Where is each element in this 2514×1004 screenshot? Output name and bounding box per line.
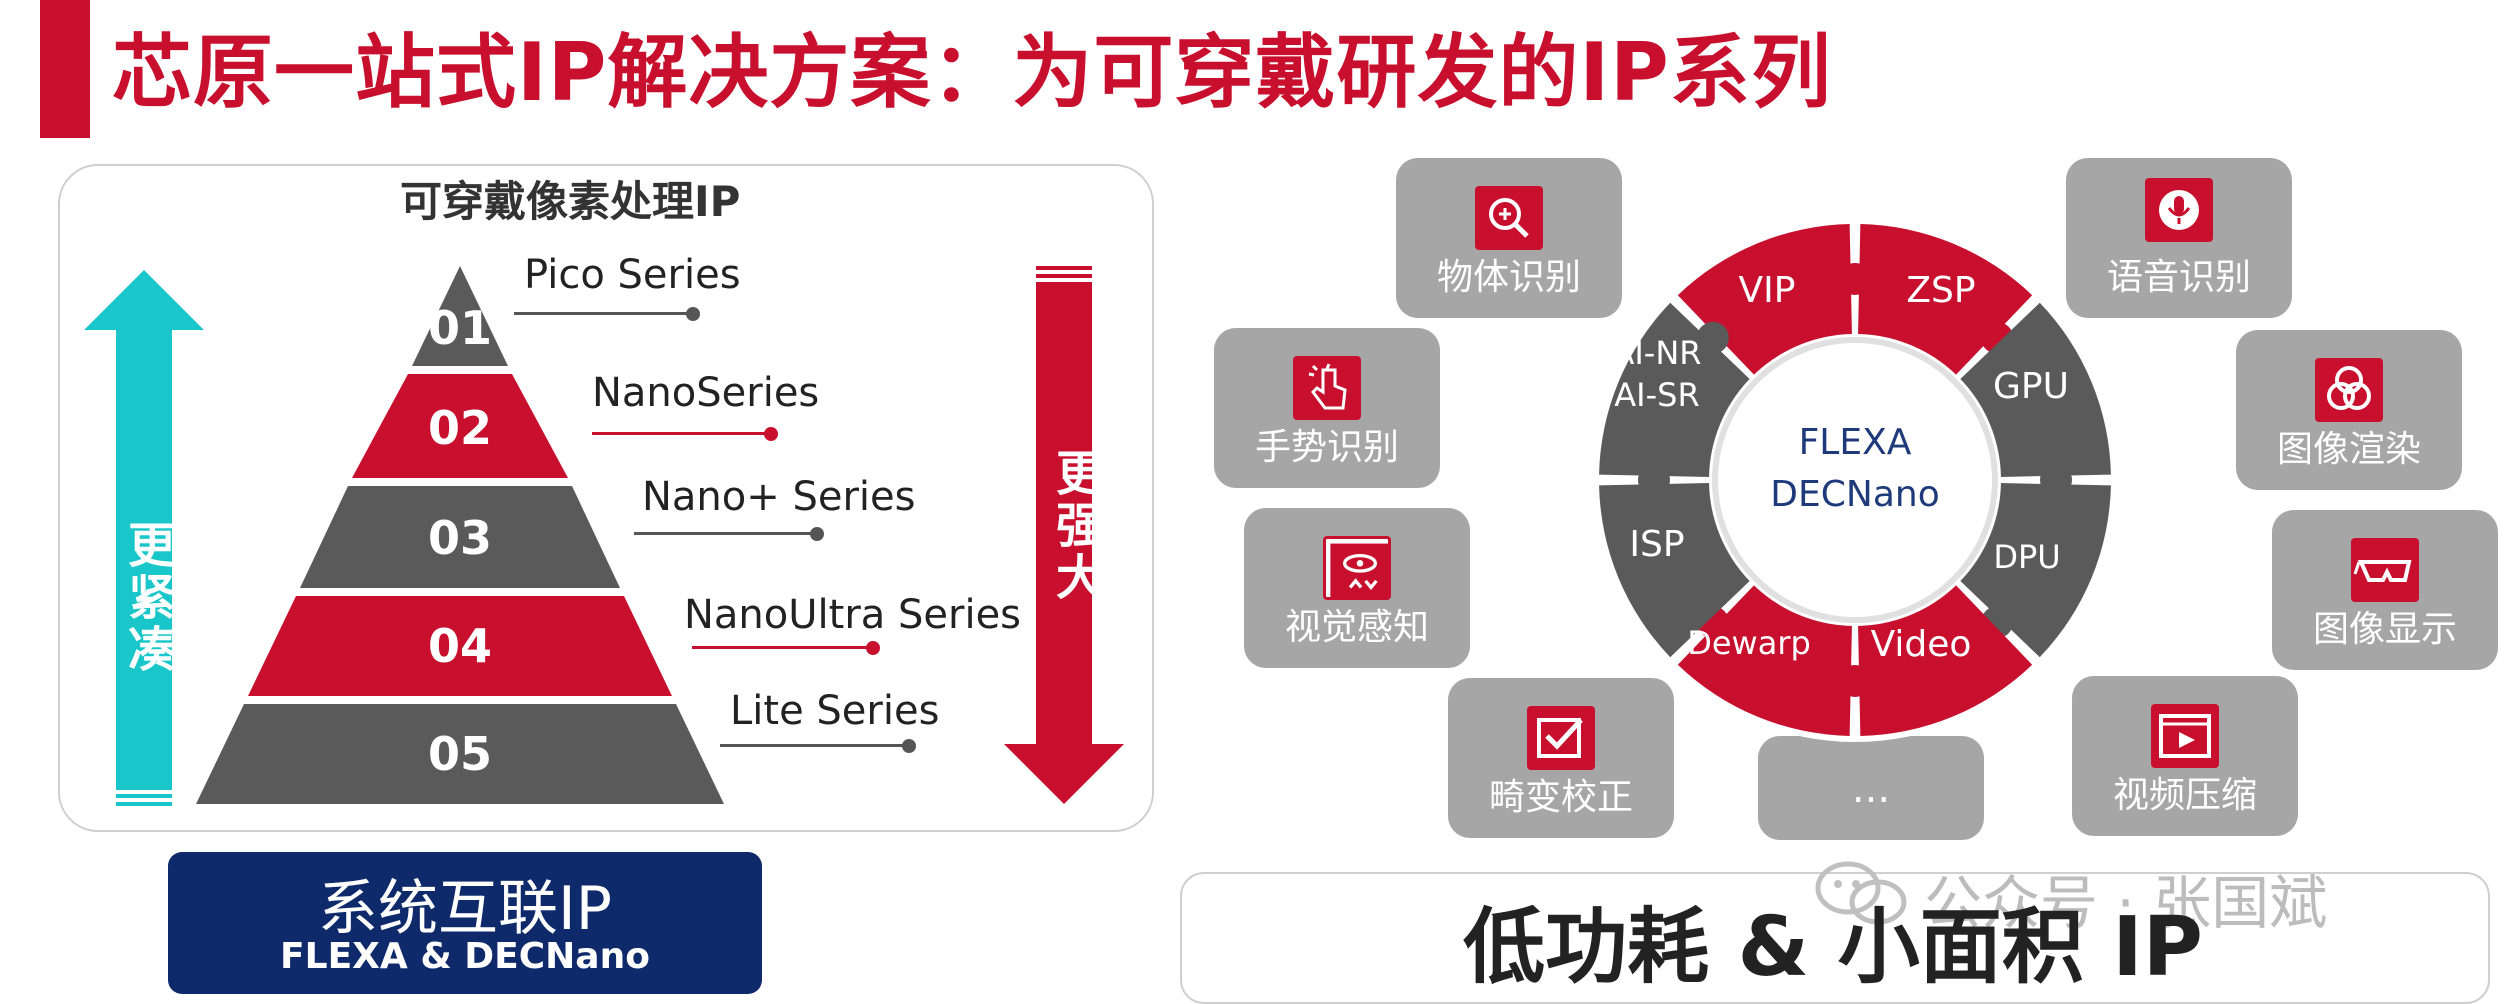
leader-line: [514, 312, 690, 315]
glasses-icon: [2351, 538, 2419, 602]
low-power-banner: [1180, 872, 2490, 1004]
tile-speech-recognition: 语音识别: [2066, 158, 2292, 318]
watermark-text: 公众号 · 张国斌: [1924, 869, 2328, 937]
circles-icon: [2315, 358, 2383, 422]
ring-puzzle-nub: [1696, 321, 1729, 354]
ring-segment-ai-nr: AI-NR: [1612, 334, 1701, 372]
wechat-icon: [1815, 861, 1907, 925]
tile-label: 视觉感知: [1284, 607, 1429, 648]
ip-series-pyramid: 01 02 03 04 05: [196, 266, 724, 804]
tile-label: 手势识别: [1254, 427, 1399, 468]
tile-more: ...: [1758, 736, 1984, 840]
ring-sector-gpu: [1960, 302, 2111, 477]
tier-4-number: 04: [428, 619, 492, 673]
tile-label: 物体识别: [1436, 257, 1581, 298]
ring-segment-dewarp: Dewarp: [1687, 624, 1811, 662]
series-label-lite: Lite Series: [730, 688, 940, 734]
title-accent-bar: [40, 0, 90, 138]
low-power-banner-text: 低功耗 & 小面积 IP: [1463, 900, 2203, 995]
page-title: 芯原一站式IP解决方案：为可穿戴研发的IP系列: [112, 26, 1832, 119]
interconnect-title: 系统互联IP: [318, 874, 612, 944]
leader-line: [692, 646, 872, 649]
ring-segment-ai-sr: AI-SR: [1614, 376, 1699, 414]
tile-label: 图像渲染: [2276, 429, 2421, 470]
pyramid-tier-2: [352, 374, 568, 478]
tile-image-rendering: 图像渲染: [2236, 330, 2462, 490]
leader-dot: [902, 738, 916, 753]
series-label-nano-plus: Nano+ Series: [642, 474, 916, 520]
leader-dot: [810, 526, 824, 541]
pyramid-tier-3: [300, 486, 620, 588]
wearable-ip-panel-title: 可穿戴像素处理IP: [400, 177, 741, 226]
magnifier-icon: [1475, 186, 1543, 250]
ring-segment-vip: VIP: [1739, 270, 1796, 311]
arrow-up-icon: [84, 270, 204, 806]
tile-label: ...: [1851, 766, 1891, 812]
tier-5-number: 05: [428, 727, 492, 781]
interconnect-subtitle: FLEXA & DECNano: [280, 936, 650, 977]
ring-segment-isp: ISP: [1629, 524, 1684, 565]
tile-visual-perception: 视觉感知: [1244, 508, 1470, 668]
ring-sector-video: [1858, 585, 2033, 736]
tier-1-number: 01: [428, 301, 492, 355]
hand-pointer-icon: [1293, 356, 1361, 420]
series-label-nanoultra: NanoUltra Series: [684, 592, 1022, 638]
more-compact-label: 更紧凑: [119, 520, 175, 676]
tier-2-number: 02: [428, 401, 492, 455]
leader-dot: [866, 640, 880, 655]
ring-center-line-1: FLEXA: [1799, 422, 1912, 463]
tile-image-display: 图像显示: [2272, 510, 2498, 670]
leader-dot: [686, 306, 700, 321]
ring-sector-isp: [1599, 483, 1750, 658]
microphone-icon: [2145, 178, 2213, 242]
tile-distortion-correction: 畸变校正: [1448, 678, 1674, 838]
video-play-icon: [2151, 704, 2219, 768]
tile-video-compression: 视频压缩: [2072, 676, 2298, 836]
pyramid-tier-4: [248, 596, 672, 696]
ring-segment-video: Video: [1871, 624, 1972, 665]
more-powerful-label: 更强大: [1047, 448, 1103, 604]
interconnect-ip-box: 系统互联IP FLEXA & DECNano: [168, 852, 762, 994]
checkbox-icon: [1527, 706, 1595, 770]
leader-dot: [764, 426, 778, 441]
tile-label: 语音识别: [2106, 257, 2251, 298]
ip-function-ring: FLEXA DECNano VIP ZSP GPU DPU Video Dewa…: [1593, 218, 2117, 742]
tile-gesture-recognition: 手势识别: [1214, 328, 1440, 488]
tier-3-number: 03: [428, 511, 492, 565]
tile-label: 图像显示: [2312, 609, 2457, 650]
pyramid-tier-5: [196, 704, 724, 804]
tile-label: 视频压缩: [2112, 775, 2257, 816]
series-label-nano: NanoSeries: [592, 370, 820, 416]
pyramid-tier-1: [412, 266, 508, 366]
ring-center-line-2: DECNano: [1770, 474, 1939, 515]
arrow-down-icon: [1004, 266, 1124, 804]
leader-line: [592, 432, 768, 435]
tile-label: 畸变校正: [1488, 777, 1633, 818]
leader-line: [634, 532, 814, 535]
ring-segment-dpu: DPU: [1993, 538, 2060, 576]
eye-scan-icon: [1323, 536, 1391, 600]
tile-object-recognition: 物体识别: [1396, 158, 1622, 318]
series-label-pico: Pico Series: [524, 252, 741, 298]
ring-segment-zsp: ZSP: [1906, 270, 1975, 311]
leader-line: [720, 744, 908, 747]
ring-segment-gpu: GPU: [1993, 366, 2069, 407]
